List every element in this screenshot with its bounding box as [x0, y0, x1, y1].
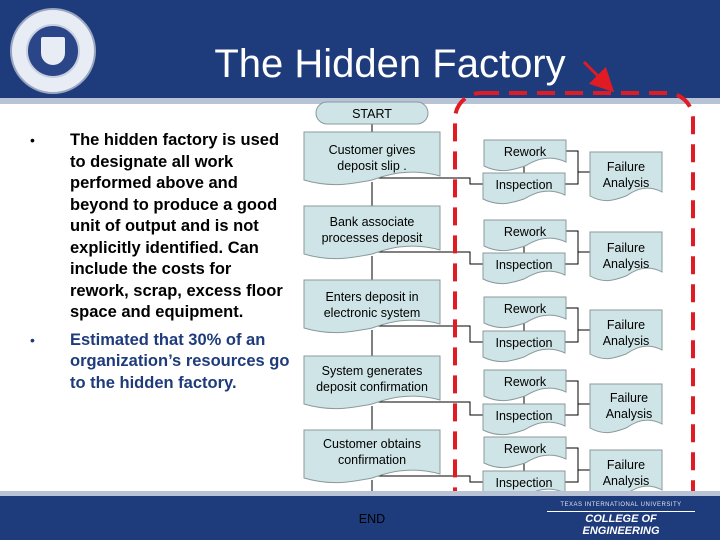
- flow-shapes: [303, 101, 663, 530]
- failure-connector: [566, 380, 590, 405]
- footer-stripe: [0, 491, 720, 496]
- process-box: [303, 205, 441, 260]
- logo-college-text: COLLEGE OF ENGINEERING: [547, 511, 695, 537]
- failure-analysis-box: [589, 309, 663, 360]
- inspection-label-2: Inspection: [495, 258, 553, 272]
- inspection-box: [482, 172, 566, 205]
- failure-analysis-label-3: Failure Analysis: [602, 318, 650, 348]
- failure-analysis-label-5: Failure Analysis: [602, 458, 650, 488]
- loop-connector: [372, 475, 483, 483]
- failure-analysis-box: [589, 383, 663, 434]
- inspection-label-4: Inspection: [495, 409, 553, 423]
- rework-box: [483, 219, 567, 252]
- failure-connector: [565, 404, 579, 416]
- rework-label-4: Rework: [503, 375, 547, 389]
- university-seal-icon: [10, 8, 96, 94]
- rework-label-5: Rework: [503, 442, 547, 456]
- header-stripe: [0, 98, 720, 104]
- process-label-1: Customer gives deposit slip .: [328, 143, 416, 173]
- rework-box: [483, 139, 567, 172]
- loop-connector: [372, 251, 483, 265]
- failure-connector: [565, 470, 579, 483]
- failure-connector: [565, 252, 579, 265]
- rework-box: [483, 369, 567, 402]
- seal-center: [26, 24, 80, 78]
- loop-connector: [372, 401, 483, 416]
- inspection-box: [482, 403, 566, 436]
- process-box: [303, 355, 441, 410]
- failure-analysis-label-2: Failure Analysis: [602, 241, 650, 271]
- failure-analysis-box: [589, 231, 663, 282]
- process-box: [303, 279, 441, 334]
- inspection-box: [482, 252, 566, 285]
- rework-label-2: Rework: [503, 225, 547, 239]
- bullet-definition: The hidden factory is used to designate …: [30, 130, 292, 324]
- rework-label-3: Rework: [503, 302, 547, 316]
- inspection-label-3: Inspection: [495, 336, 553, 350]
- slide-title: The Hidden Factory: [214, 42, 566, 86]
- bullet-estimate: Estimated that 30% of an organization’s …: [30, 330, 292, 395]
- rework-box: [483, 436, 567, 469]
- failure-connector: [566, 447, 590, 471]
- loop-connector: [372, 325, 483, 343]
- end-label: END: [358, 512, 386, 526]
- failure-analysis-label-4: Failure Analysis: [605, 391, 653, 421]
- failure-connector: [565, 330, 579, 343]
- start-label: START: [352, 107, 392, 121]
- bullet-list: The hidden factory is used to designate …: [30, 130, 292, 400]
- title-arrow: [582, 60, 615, 93]
- inspection-box: [482, 330, 566, 363]
- rework-label-1: Rework: [503, 145, 547, 159]
- failure-analysis-label-1: Failure Analysis: [602, 160, 650, 190]
- logo-university-text: TEXAS INTERNATIONAL UNIVERSITY: [560, 502, 682, 508]
- inspection-label-5: Inspection: [495, 476, 553, 490]
- process-label-2: Bank associate processes deposit: [321, 215, 423, 245]
- inspection-label-1: Inspection: [495, 178, 553, 192]
- failure-connector: [566, 150, 590, 173]
- process-label-5: Customer obtains confirmation: [323, 437, 421, 467]
- start-terminator: [315, 101, 429, 125]
- process-box: [303, 131, 441, 186]
- process-label-3: Enters deposit in electronic system: [323, 290, 421, 320]
- failure-connector: [566, 307, 590, 331]
- seal-shield-icon: [41, 37, 65, 65]
- failure-analysis-box: [589, 151, 663, 202]
- failure-connector: [566, 230, 590, 253]
- process-box: [303, 429, 441, 484]
- footer-banner: [0, 491, 720, 540]
- loop-connector: [372, 177, 483, 185]
- rework-box: [483, 296, 567, 329]
- failure-connector: [565, 172, 579, 185]
- process-label-4: System generates deposit confirmation: [316, 364, 428, 394]
